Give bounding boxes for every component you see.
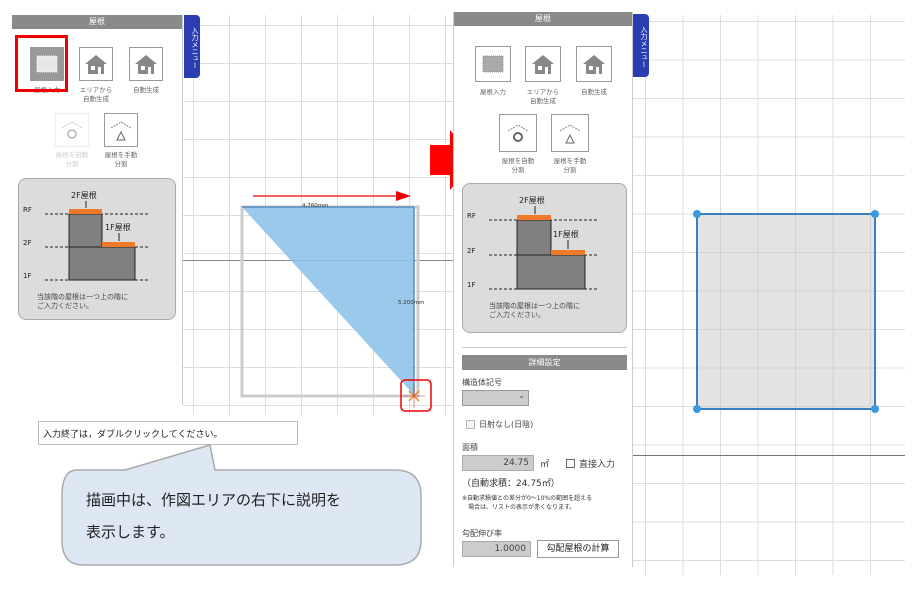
tool-roof-auto-split[interactable]: [55, 113, 89, 147]
roof-input-icon: [36, 55, 58, 73]
tool-roof-manual-split[interactable]: [104, 113, 138, 147]
drawing-overlay-left: [240, 191, 432, 412]
roof-2f-label: 2F屋根: [71, 191, 97, 200]
callout-text: 描画中は、作図エリアの右下に説明を 表示します。: [86, 491, 342, 541]
tool-roof-input[interactable]: [30, 47, 64, 81]
tool-auto-generate[interactable]: [576, 46, 612, 82]
direct-input-checkbox[interactable]: [566, 459, 575, 468]
no-sun-checkbox[interactable]: [466, 420, 475, 429]
callout-bubble: [61, 444, 422, 566]
tool-label: 屋根を自動 分割: [501, 157, 535, 174]
tool-roof-input[interactable]: [475, 46, 511, 82]
roof-input-icon: [482, 55, 504, 73]
area-note: ※自動求積値との差分が0～10%の範囲を超える 場合は、リストの表示が赤くなりま…: [462, 495, 592, 511]
roof-2f-label: 2F屋根: [519, 196, 545, 205]
floor-roof-illustration: [489, 206, 599, 290]
menu-tab-label: 入力メニュー: [191, 27, 199, 69]
roof-manual-split-icon: [110, 121, 132, 141]
house-area-icon: [532, 55, 554, 74]
tool-roof-auto-split[interactable]: [499, 114, 537, 152]
tool-label: 屋根を手動 分割: [104, 151, 138, 168]
floor-roof-diagram: 2F屋根 1F屋根 RF 2F 1F 当該階の屋根は一つ上の階に ご入力ください…: [462, 183, 627, 333]
vertex-handle[interactable]: [871, 210, 879, 218]
drawing-hint-tooltip: 入力終了は，ダブルクリックしてください。: [38, 421, 298, 445]
tool-label: 屋根を手動 分割: [553, 157, 587, 174]
floor-roof-illustration: [45, 201, 149, 281]
grid-major-line: [633, 455, 905, 456]
2f-label: 2F: [467, 247, 476, 255]
area-input[interactable]: 24.75: [462, 455, 534, 471]
roof-polygon[interactable]: [693, 210, 879, 413]
input-menu-tab[interactable]: 入力メニュー: [184, 15, 200, 78]
panel-title: 屋根: [454, 12, 632, 26]
area-label: 面積: [462, 443, 478, 452]
1f-label: 1F: [23, 272, 32, 280]
divider: [462, 347, 627, 348]
selection-highlight-box: [15, 35, 68, 92]
slope-input[interactable]: 1.0000: [462, 541, 531, 557]
rf-label: RF: [467, 212, 476, 220]
tool-label: エリアから 自動生成: [526, 88, 560, 105]
roof-1f-label: 1F屋根: [105, 223, 131, 232]
structure-label: 構造体記号: [462, 378, 502, 387]
panel-title: 屋根: [12, 15, 182, 29]
tool-area-auto[interactable]: [525, 46, 561, 82]
auto-area-text: （自動求積：24.75㎡）: [462, 479, 560, 489]
tool-label: 屋根入力: [480, 88, 506, 96]
tool-roof-manual-split[interactable]: [551, 114, 589, 152]
slope-label: 勾配伸び率: [462, 529, 502, 538]
house-area-icon: [85, 55, 107, 74]
cursor-highlight-box: [400, 379, 432, 412]
input-menu-tab[interactable]: 入力メニュー: [633, 14, 649, 77]
house-auto-icon: [583, 55, 605, 74]
roof-auto-split-icon: [61, 121, 83, 139]
tool-label: 屋根を自動 分割: [55, 151, 89, 168]
house-auto-icon: [135, 55, 157, 74]
diagram-note: 当該階の屋根は一つ上の階に ご入力ください。: [37, 293, 128, 310]
rf-label: RF: [23, 206, 32, 214]
slope-calc-button[interactable]: 勾配屋根の計算: [537, 540, 619, 558]
structure-select[interactable]: ⌄: [462, 390, 529, 406]
tool-area-auto[interactable]: [79, 47, 113, 81]
floor-roof-diagram: 2F屋根 1F屋根 RF 2F 1F 当該階の屋根は一つ上の階に ご入力ください…: [18, 178, 176, 320]
tool-auto-generate[interactable]: [129, 47, 163, 81]
details-header: 詳細設定: [462, 355, 627, 370]
menu-tab-label: 入力メニュー: [640, 26, 648, 68]
roof-manual-split-icon: [559, 124, 581, 144]
next-step-arrow-icon: [430, 130, 474, 190]
chevron-down-icon: ⌄: [518, 391, 525, 400]
no-sun-label: 日射なし(日陰): [479, 420, 534, 429]
tool-label: エリアから 自動生成: [79, 86, 113, 103]
2f-label: 2F: [23, 239, 32, 247]
diagram-note: 当該階の屋根は一つ上の階に ご入力ください。: [489, 302, 580, 319]
tool-label: 自動生成: [581, 88, 607, 96]
height-dimension-label: 5,200mm: [398, 300, 425, 306]
area-unit: ㎡: [540, 460, 550, 470]
vertex-handle[interactable]: [871, 405, 879, 413]
direct-input-label: 直接入力: [579, 460, 616, 470]
width-dimension-label: 4,760mm: [302, 203, 329, 209]
roof-polygon-drawing: [242, 207, 414, 395]
vertex-handle[interactable]: [693, 210, 701, 218]
tool-label: 自動生成: [133, 86, 159, 94]
vertex-handle[interactable]: [693, 405, 701, 413]
1f-label: 1F: [467, 281, 476, 289]
roof-auto-split-icon: [507, 124, 529, 142]
roof-1f-label: 1F屋根: [553, 230, 579, 239]
